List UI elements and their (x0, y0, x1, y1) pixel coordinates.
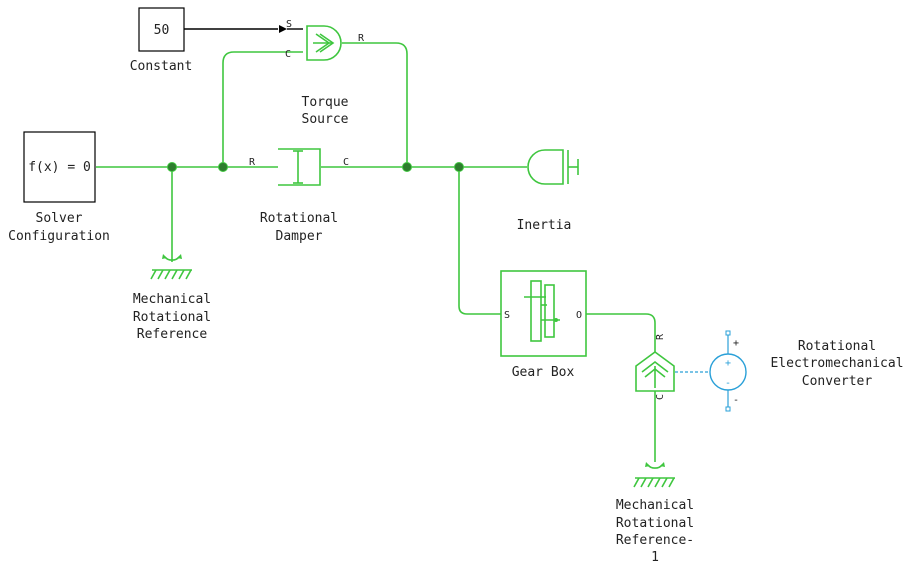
mech-ref-1-label-4: 1 (651, 550, 659, 565)
damper-port-r: R (249, 157, 256, 168)
torque-port-r: R (358, 33, 365, 44)
gearbox-label: Gear Box (512, 365, 575, 380)
mech-ref-1-label-1: Mechanical (616, 498, 694, 513)
mech-ref-block[interactable] (150, 254, 192, 280)
damper-label-1: Rotational (260, 211, 338, 226)
damper-label-2: Damper (276, 229, 323, 244)
mech-ref-label-2: Rotational (133, 310, 211, 325)
converter-arrow-icon (641, 360, 669, 373)
solver-expr: f(x) = 0 (28, 160, 91, 175)
conn-torque-r[interactable] (342, 42, 408, 167)
junction-node (218, 162, 228, 172)
solver-label-1: Solver (36, 211, 83, 226)
mech-ref-1-block[interactable] (633, 462, 675, 488)
torque-port-c: C (285, 49, 291, 60)
signal-arrow-icon (279, 25, 287, 33)
mech-ref-label-1: Mechanical (133, 292, 211, 307)
torque-label-1: Torque (302, 95, 349, 110)
gearbox-port-s: S (504, 310, 510, 321)
electrical-circle-icon (709, 353, 747, 391)
mech-ref-1-label-2: Rotational (616, 516, 694, 531)
conn-gearbox-s[interactable] (458, 167, 501, 315)
rotational-damper-block[interactable] (278, 148, 321, 186)
torque-label-2: Source (302, 112, 349, 127)
conn-torque-c[interactable] (222, 51, 303, 167)
converter-plus-outer: + (733, 338, 739, 349)
damper-port-c: C (343, 157, 349, 168)
mech-ref-1-label-3: Reference- (616, 533, 694, 548)
junction-node (167, 162, 177, 172)
converter-label-1: Rotational (798, 339, 876, 354)
converter-label-3: Converter (802, 374, 873, 389)
converter-label-2: Electromechanical (770, 356, 903, 371)
torque-port-s: S (286, 19, 292, 30)
inertia-block[interactable] (527, 149, 579, 185)
gear-box-block[interactable] (500, 270, 587, 357)
torque-source-block[interactable] (306, 25, 342, 61)
converter-port-r: R (655, 333, 666, 340)
converter-block[interactable] (635, 330, 747, 412)
constant-label: Constant (130, 59, 193, 74)
mech-ref-label-3: Reference (137, 327, 208, 342)
constant-block[interactable]: 50 (138, 7, 185, 52)
gearbox-port-o: O (576, 310, 582, 321)
converter-minus-outer: - (733, 395, 739, 406)
junction-node (402, 162, 412, 172)
solver-label-2: Configuration (8, 229, 110, 244)
constant-value: 50 (154, 23, 170, 38)
conn-gearbox-o[interactable] (586, 313, 656, 352)
converter-port-c: C (655, 394, 666, 400)
converter-minus: - (725, 378, 731, 389)
converter-plus: + (725, 358, 731, 369)
connection-lines (96, 25, 708, 462)
rotation-arrow-icon (647, 464, 663, 469)
inertia-label: Inertia (517, 218, 572, 233)
solver-configuration-block[interactable]: f(x) = 0 (23, 131, 96, 203)
junction-node (454, 162, 464, 172)
